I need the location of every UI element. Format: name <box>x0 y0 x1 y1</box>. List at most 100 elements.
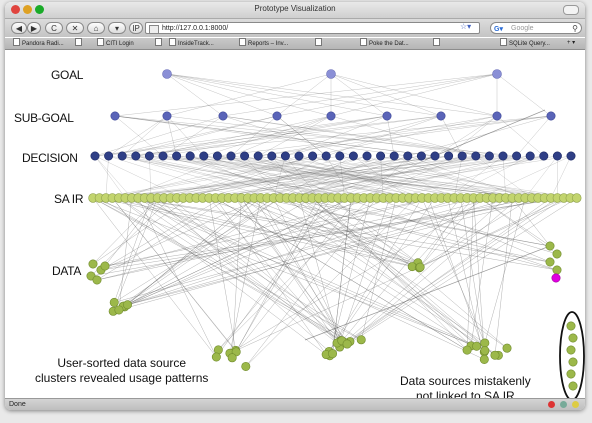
security-icon[interactable] <box>560 401 568 408</box>
decision-node[interactable] <box>457 151 467 161</box>
bookmark-item[interactable] <box>315 38 355 49</box>
data-node[interactable] <box>92 275 102 285</box>
data-node[interactable] <box>502 343 512 353</box>
bookmark-item[interactable]: InsideTrack... <box>169 38 239 49</box>
subgoal-node[interactable] <box>110 111 120 121</box>
decision-node[interactable] <box>403 151 413 161</box>
decision-node[interactable] <box>226 151 236 161</box>
search-engine-icon[interactable]: G▾ <box>494 26 503 33</box>
outlier-data-node[interactable] <box>551 273 561 283</box>
data-node[interactable] <box>545 257 555 267</box>
search-input[interactable]: G▾ Google ⚲ <box>490 22 582 34</box>
decision-node[interactable] <box>444 151 454 161</box>
data-node[interactable] <box>415 262 425 272</box>
data-node[interactable] <box>241 361 251 371</box>
data-node[interactable] <box>328 349 338 359</box>
decision-node[interactable] <box>471 151 481 161</box>
decision-node[interactable] <box>144 151 154 161</box>
bookmark-item[interactable] <box>75 38 83 49</box>
decision-node[interactable] <box>185 151 195 161</box>
add-bookmark-button[interactable]: + ▾ <box>567 40 576 46</box>
unlinked-data-node[interactable] <box>568 381 578 391</box>
decision-node[interactable] <box>158 151 168 161</box>
subgoal-node[interactable] <box>382 111 392 121</box>
data-node[interactable] <box>211 352 221 362</box>
decision-node[interactable] <box>212 151 222 161</box>
bookmark-star-icon[interactable]: ☆▾ <box>460 22 472 31</box>
decision-node[interactable] <box>335 151 345 161</box>
unlinked-data-node[interactable] <box>568 357 578 367</box>
data-node[interactable] <box>88 259 98 269</box>
bookmark-item[interactable]: Pandora Radi... <box>13 38 73 49</box>
url-field[interactable]: http://127.0.0.1:8000/ <box>145 22 480 34</box>
subgoal-node[interactable] <box>326 111 336 121</box>
data-node[interactable] <box>545 241 555 251</box>
goal-node[interactable] <box>492 69 502 79</box>
addon-icon[interactable] <box>572 401 579 408</box>
data-node[interactable] <box>227 353 237 363</box>
forward-button[interactable]: ▶ <box>27 22 41 34</box>
sa-ir-node[interactable] <box>572 193 582 203</box>
data-node[interactable] <box>472 341 482 351</box>
decision-node[interactable] <box>308 151 318 161</box>
subgoal-node[interactable] <box>492 111 502 121</box>
back-button[interactable]: ◀ <box>11 22 27 34</box>
decision-node[interactable] <box>267 151 277 161</box>
goal-node[interactable] <box>326 69 336 79</box>
bookmark-item[interactable] <box>155 38 163 49</box>
decision-node[interactable] <box>525 151 535 161</box>
goal-node[interactable] <box>162 69 172 79</box>
subgoal-node[interactable] <box>162 111 172 121</box>
bookmark-item[interactable]: Reports – Inv... <box>239 38 309 49</box>
decision-node[interactable] <box>321 151 331 161</box>
decision-node[interactable] <box>172 151 182 161</box>
zoom-window-button[interactable] <box>35 5 44 14</box>
decision-node[interactable] <box>430 151 440 161</box>
data-node[interactable] <box>490 350 500 360</box>
data-node[interactable] <box>480 338 490 348</box>
data-node[interactable] <box>552 265 562 275</box>
decision-node[interactable] <box>566 151 576 161</box>
bookmark-item[interactable]: SQLite Query... <box>500 38 562 49</box>
bookmarks-menu-button[interactable]: ▾ <box>108 22 126 34</box>
decision-node[interactable] <box>294 151 304 161</box>
data-node[interactable] <box>109 297 119 307</box>
toolbar-toggle-button[interactable] <box>563 5 579 15</box>
decision-node[interactable] <box>348 151 358 161</box>
minimize-window-button[interactable] <box>23 5 32 14</box>
decision-node[interactable] <box>253 151 263 161</box>
decision-node[interactable] <box>362 151 372 161</box>
data-node[interactable] <box>356 335 366 345</box>
subgoal-node[interactable] <box>218 111 228 121</box>
subgoal-node[interactable] <box>436 111 446 121</box>
home-button[interactable]: ⌂ <box>87 22 105 34</box>
bookmark-item[interactable]: Poke the Dat... <box>360 38 430 49</box>
decision-node[interactable] <box>512 151 522 161</box>
stop-button[interactable]: ✕ <box>66 22 84 34</box>
decision-node[interactable] <box>416 151 426 161</box>
decision-node[interactable] <box>498 151 508 161</box>
decision-node[interactable] <box>484 151 494 161</box>
data-node[interactable] <box>552 249 562 259</box>
decision-node[interactable] <box>90 151 100 161</box>
decision-node[interactable] <box>539 151 549 161</box>
data-node[interactable] <box>114 305 124 315</box>
decision-node[interactable] <box>199 151 209 161</box>
bookmark-item[interactable] <box>433 38 463 49</box>
unlinked-data-node[interactable] <box>568 333 578 343</box>
search-icon[interactable]: ⚲ <box>572 24 578 33</box>
data-node[interactable] <box>342 339 352 349</box>
data-node[interactable] <box>479 354 489 364</box>
adblock-icon[interactable] <box>548 401 556 408</box>
bookmark-item[interactable]: CITI Login <box>97 38 152 49</box>
decision-node[interactable] <box>280 151 290 161</box>
unlinked-data-node[interactable] <box>566 369 576 379</box>
decision-node[interactable] <box>552 151 562 161</box>
data-node[interactable] <box>123 300 133 310</box>
reload-button[interactable]: C <box>45 22 63 34</box>
subgoal-node[interactable] <box>272 111 282 121</box>
data-node[interactable] <box>480 346 490 356</box>
decision-node[interactable] <box>389 151 399 161</box>
close-window-button[interactable] <box>11 5 20 14</box>
decision-node[interactable] <box>240 151 250 161</box>
